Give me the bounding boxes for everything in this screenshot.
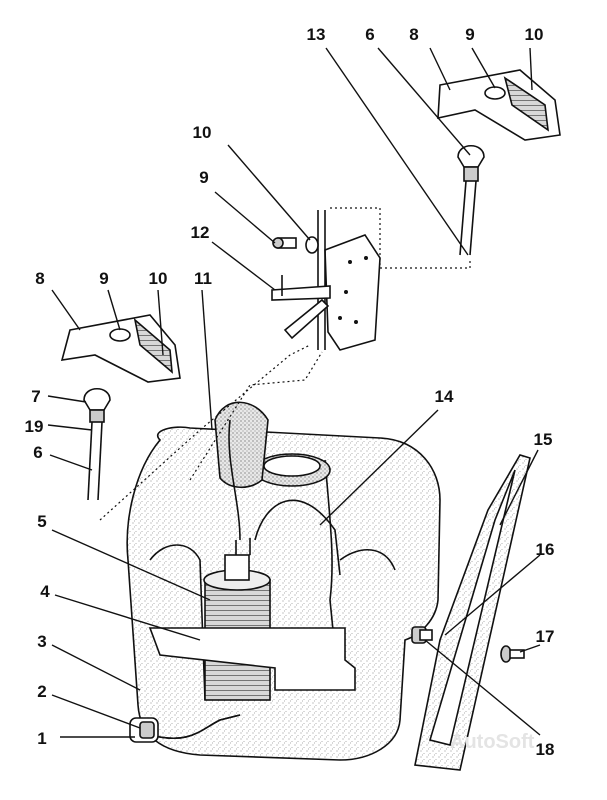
callout-6-top: 6 <box>365 25 374 44</box>
callout-10-mid: 10 <box>193 123 212 142</box>
nozzle-bracket-right <box>437 69 561 141</box>
nozzle-bracket-left <box>60 314 181 383</box>
callout-19: 19 <box>25 417 44 436</box>
washer-nozzle-left <box>83 387 111 501</box>
callout-10-top: 10 <box>525 25 544 44</box>
callout-9-mid: 9 <box>199 168 208 187</box>
callout-17: 17 <box>536 627 555 646</box>
watermark: AutoSoft <box>450 731 535 753</box>
callout-7: 7 <box>31 387 40 406</box>
callout-16: 16 <box>536 540 555 559</box>
mounting-screw <box>500 645 525 663</box>
hose-tee-connector <box>271 210 381 351</box>
screw-washer-mid <box>272 236 319 254</box>
washer-nozzle-right <box>457 144 485 256</box>
callout-2: 2 <box>37 682 46 701</box>
callout-14: 14 <box>435 387 454 406</box>
callout-13: 13 <box>307 25 326 44</box>
callout-10-left: 10 <box>149 269 168 288</box>
callout-1: 1 <box>37 729 46 748</box>
callout-5: 5 <box>37 512 46 531</box>
callout-9-top: 9 <box>465 25 474 44</box>
pump-strap <box>148 627 356 691</box>
callout-4: 4 <box>40 582 50 601</box>
callout-6-left: 6 <box>33 443 42 462</box>
connection-paths <box>99 207 471 521</box>
callout-18: 18 <box>536 740 555 759</box>
callout-8-top: 8 <box>409 25 418 44</box>
washer-hoses <box>149 419 341 740</box>
callout-9-left: 9 <box>99 269 108 288</box>
callout-12: 12 <box>191 223 210 242</box>
callout-3: 3 <box>37 632 46 651</box>
outlet-fitting <box>129 717 159 743</box>
callout-11: 11 <box>194 269 212 288</box>
callout-8-left: 8 <box>35 269 44 288</box>
filler-neck-cap <box>214 401 331 489</box>
bolt-grommet <box>411 626 433 644</box>
callout-15: 15 <box>534 430 553 449</box>
callout-numbers: 1 2 3 4 5 6 7 19 8 9 10 11 12 9 10 13 6 … <box>25 25 555 759</box>
leader-lines <box>47 47 541 738</box>
